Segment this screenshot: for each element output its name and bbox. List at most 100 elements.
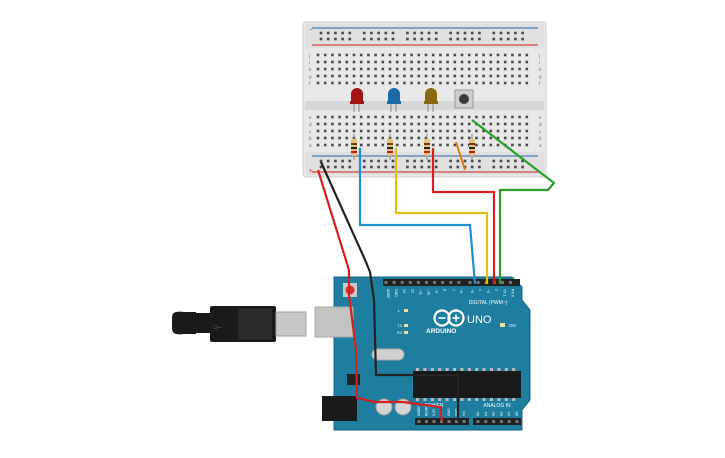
breadboard-hole[interactable] — [460, 115, 464, 119]
rail-hole[interactable] — [456, 31, 460, 35]
breadboard-hole[interactable] — [424, 60, 428, 64]
breadboard-hole[interactable] — [511, 115, 514, 119]
breadboard-hole[interactable] — [453, 136, 457, 140]
rail-hole[interactable] — [434, 165, 438, 169]
breadboard-hole[interactable] — [316, 115, 320, 119]
breadboard-hole[interactable] — [453, 53, 457, 57]
rail-hole[interactable] — [348, 31, 352, 35]
breadboard-hole[interactable] — [511, 81, 514, 85]
breadboard-hole[interactable] — [316, 129, 320, 133]
breadboard-hole[interactable] — [446, 115, 449, 119]
breadboard-hole[interactable] — [525, 129, 529, 133]
breadboard-hole[interactable] — [338, 81, 341, 85]
breadboard-hole[interactable] — [475, 115, 478, 119]
breadboard-hole[interactable] — [381, 60, 385, 64]
breadboard-hole[interactable] — [525, 53, 529, 57]
rail-hole[interactable] — [449, 165, 452, 169]
breadboard-hole[interactable] — [525, 60, 529, 64]
breadboard-hole[interactable] — [316, 143, 320, 147]
rail-hole[interactable] — [499, 31, 503, 35]
rail-hole[interactable] — [391, 31, 395, 35]
breadboard-hole[interactable] — [359, 67, 363, 71]
breadboard-hole[interactable] — [482, 136, 485, 140]
rail-hole[interactable] — [370, 159, 373, 163]
breadboard-hole[interactable] — [482, 115, 485, 119]
breadboard-hole[interactable] — [489, 136, 493, 140]
breadboard-hole[interactable] — [381, 115, 385, 119]
breadboard-hole[interactable] — [503, 60, 507, 64]
breadboard-hole[interactable] — [410, 136, 413, 140]
digital-pin[interactable] — [433, 281, 437, 284]
breadboard-hole[interactable] — [352, 67, 356, 71]
rail-hole[interactable] — [492, 159, 496, 163]
breadboard-hole[interactable] — [388, 67, 392, 71]
breadboard-hole[interactable] — [352, 74, 356, 78]
digital-pin[interactable] — [441, 281, 445, 284]
breadboard-hole[interactable] — [489, 74, 493, 78]
breadboard-hole[interactable] — [388, 115, 392, 119]
rail-hole[interactable] — [406, 37, 409, 41]
wire-yellow-pin4[interactable] — [394, 148, 489, 284]
rail-hole[interactable] — [384, 165, 388, 169]
breadboard-hole[interactable] — [403, 129, 406, 133]
breadboard-hole[interactable] — [338, 74, 341, 78]
breadboard-hole[interactable] — [518, 67, 521, 71]
breadboard-hole[interactable] — [395, 115, 399, 119]
breadboard-hole[interactable] — [439, 143, 442, 147]
wire-green-pin2[interactable] — [471, 119, 556, 284]
breadboard-hole[interactable] — [489, 143, 493, 147]
breadboard-hole[interactable] — [338, 53, 341, 57]
breadboard-hole[interactable] — [460, 53, 464, 57]
rail-hole[interactable] — [434, 159, 438, 163]
analog-pin[interactable] — [492, 420, 496, 423]
breadboard-hole[interactable] — [367, 129, 370, 133]
breadboard-hole[interactable] — [460, 60, 464, 64]
breadboard-hole[interactable] — [403, 53, 406, 57]
breadboard-hole[interactable] — [518, 143, 521, 147]
breadboard-hole[interactable] — [482, 53, 485, 57]
breadboard-hole[interactable] — [424, 136, 428, 140]
breadboard-hole[interactable] — [381, 136, 385, 140]
breadboard-hole[interactable] — [460, 136, 464, 140]
breadboard-hole[interactable] — [446, 74, 449, 78]
rail-hole[interactable] — [406, 165, 409, 169]
breadboard-hole[interactable] — [417, 60, 421, 64]
breadboard-hole[interactable] — [395, 143, 399, 147]
rail-hole[interactable] — [434, 37, 438, 41]
breadboard-hole[interactable] — [395, 53, 399, 57]
breadboard-hole[interactable] — [525, 74, 529, 78]
rail-hole[interactable] — [377, 165, 380, 169]
breadboard-hole[interactable] — [439, 129, 442, 133]
breadboard-hole[interactable] — [345, 115, 349, 119]
breadboard-hole[interactable] — [439, 53, 442, 57]
breadboard-hole[interactable] — [503, 81, 507, 85]
breadboard-hole[interactable] — [446, 67, 449, 71]
breadboard-hole[interactable] — [367, 115, 370, 119]
rail-hole[interactable] — [420, 31, 424, 35]
breadboard-hole[interactable] — [359, 143, 363, 147]
breadboard-hole[interactable] — [424, 74, 428, 78]
breadboard-hole[interactable] — [345, 60, 349, 64]
rail-hole[interactable] — [514, 165, 517, 169]
rail-hole[interactable] — [362, 31, 366, 35]
breadboard-hole[interactable] — [331, 74, 334, 78]
rail-hole[interactable] — [377, 37, 380, 41]
breadboard-hole[interactable] — [446, 53, 449, 57]
breadboard-hole[interactable] — [417, 129, 421, 133]
breadboard-hole[interactable] — [482, 60, 485, 64]
breadboard-hole[interactable] — [475, 67, 478, 71]
breadboard-hole[interactable] — [345, 129, 349, 133]
rail-hole[interactable] — [413, 31, 416, 35]
digital-pin[interactable] — [457, 281, 461, 284]
breadboard-hole[interactable] — [489, 60, 493, 64]
rail-hole[interactable] — [341, 37, 344, 41]
breadboard-hole[interactable] — [496, 67, 500, 71]
rail-hole[interactable] — [449, 37, 452, 41]
rail-hole[interactable] — [456, 37, 460, 41]
breadboard-hole[interactable] — [345, 81, 349, 85]
analog-pin[interactable] — [499, 420, 503, 423]
rail-hole[interactable] — [326, 31, 330, 35]
breadboard-hole[interactable] — [424, 67, 428, 71]
rail-hole[interactable] — [334, 31, 337, 35]
